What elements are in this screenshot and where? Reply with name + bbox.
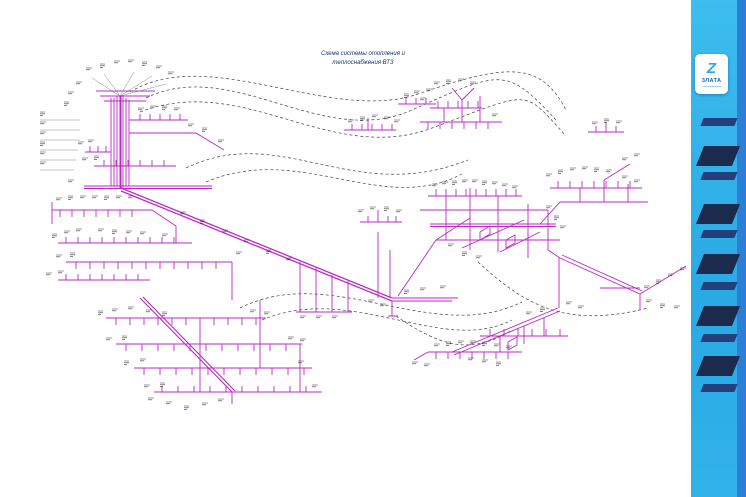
pipe-main-trunk [120,187,393,302]
logo-card: Z ЗЛАТА [695,54,728,94]
chevron-bar [700,282,738,290]
logo-underline [702,86,721,87]
pipe-bundle-left [84,90,225,189]
chevron-bar [700,230,738,238]
pipe-network [51,87,687,404]
chevron-bar [700,384,738,392]
pipe-right-far [559,254,687,310]
pipe-right-dense [397,188,561,297]
logo-name: ЗЛАТА [701,78,722,84]
drawing-title: Схема системы отопления и теплоснабжения… [288,50,438,69]
construction-lines [40,71,167,171]
logo-z-icon: Z [706,60,717,77]
pipe-lower-left-diag [139,296,236,393]
chevron-bar [700,334,738,342]
pipe-right-upper [420,87,648,225]
chevron-bar [700,118,738,126]
label-marks [39,59,687,410]
drawing-title-line2: теплоснабжения ВТЗ [332,60,394,67]
drawing-title-line1: Схема системы отопления и [321,51,405,57]
edge-strip [737,0,746,497]
pipe-left-mid [51,202,233,300]
dashed-links [129,71,649,346]
pipe-lower-left [106,300,322,404]
chevron-bar [700,172,738,180]
pipe-middle [296,98,458,317]
